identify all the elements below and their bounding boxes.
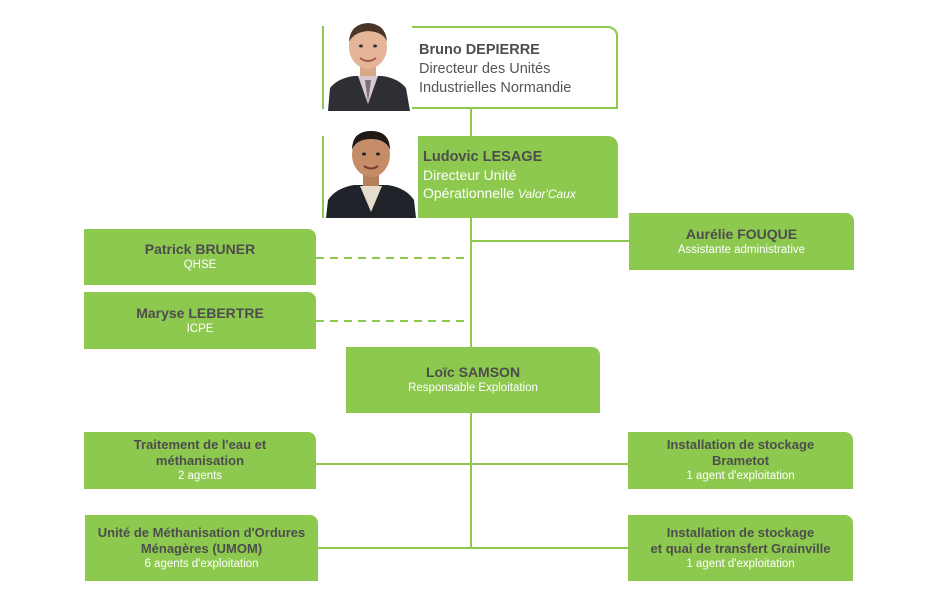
team-grainville-title: Installation de stockage et quai de tran… — [651, 525, 831, 557]
icpe-card: Maryse LEBERTRE ICPE — [84, 292, 316, 349]
director-photo — [324, 14, 412, 111]
assistant-card: Aurélie FOUQUE Assistante administrative — [629, 213, 854, 270]
team-brametot-card: Installation de stockage Brametot 1 agen… — [628, 432, 853, 489]
unit-director-role-italic: Valor'Caux — [517, 187, 576, 201]
qhse-role: QHSE — [183, 259, 217, 271]
team-brametot-line2: Brametot — [711, 453, 770, 468]
director-card: Bruno DEPIERRE Directeur des Unités Indu… — [322, 14, 618, 111]
team-umom-card: Unité de Méthanisation d'Ordures Ménagèr… — [85, 515, 318, 581]
unit-director-name: Ludovic LESAGE — [423, 149, 543, 165]
assistant-name: Aurélie FOUQUE — [685, 225, 798, 242]
team-grainville-agents: 1 agent d'exploitation — [686, 557, 795, 570]
unit-director-card: Ludovic LESAGE Directeur Unité Opération… — [322, 120, 618, 218]
director-text: Bruno DEPIERRE Directeur des Unités Indu… — [419, 41, 571, 98]
team-umom-agents: 6 agents d'exploitation — [144, 557, 259, 570]
qhse-card: Patrick BRUNER QHSE — [84, 229, 316, 285]
team-water-agents: 2 agents — [177, 470, 223, 482]
team-grainville-line2: et quai de transfert Grainville — [650, 540, 831, 556]
team-grainville-card: Installation de stockage et quai de tran… — [628, 515, 853, 581]
unit-director-role-line2-text: Opérationnelle — [423, 185, 515, 201]
team-brametot-line1: Installation de stockage — [666, 437, 815, 452]
team-water-title: Traitement de l'eau et méthanisation — [134, 437, 266, 469]
icpe-name: Maryse LEBERTRE — [136, 304, 264, 321]
team-grainville-line1: Installation de stockage — [666, 524, 815, 540]
team-brametot-title: Installation de stockage Brametot — [667, 437, 814, 469]
team-brametot-agents: 1 agent d'exploitation — [686, 470, 795, 482]
team-umom-line2: Ménagères (UMOM) — [140, 540, 263, 556]
exploitation-name: Loïc SAMSON — [425, 364, 521, 380]
exploitation-card: Loïc SAMSON Responsable Exploitation — [346, 347, 600, 413]
unit-director-role-line1: Directeur Unité — [423, 167, 517, 183]
exploitation-role: Responsable Exploitation — [408, 382, 538, 394]
director-role-line1: Directeur des Unités — [419, 61, 551, 77]
director-role-line2: Industrielles Normandie — [419, 80, 572, 96]
unit-director-role-line2: Opérationnelle Valor'Caux — [423, 184, 576, 203]
qhse-name: Patrick BRUNER — [144, 241, 256, 257]
team-water-card: Traitement de l'eau et méthanisation 2 a… — [84, 432, 316, 489]
assistant-role: Assistante administrative — [677, 243, 806, 256]
team-umom-title: Unité de Méthanisation d'Ordures Ménagèr… — [98, 525, 306, 557]
unit-director-photo — [324, 120, 418, 218]
team-water-line2: méthanisation — [155, 453, 245, 468]
director-name: Bruno DEPIERRE — [419, 42, 540, 58]
icpe-role: ICPE — [186, 322, 214, 335]
team-umom-line1: Unité de Méthanisation d'Ordures — [97, 524, 306, 540]
unit-director-text: Ludovic LESAGE Directeur Unité Opération… — [423, 148, 576, 203]
team-water-line1: Traitement de l'eau et — [133, 437, 267, 452]
